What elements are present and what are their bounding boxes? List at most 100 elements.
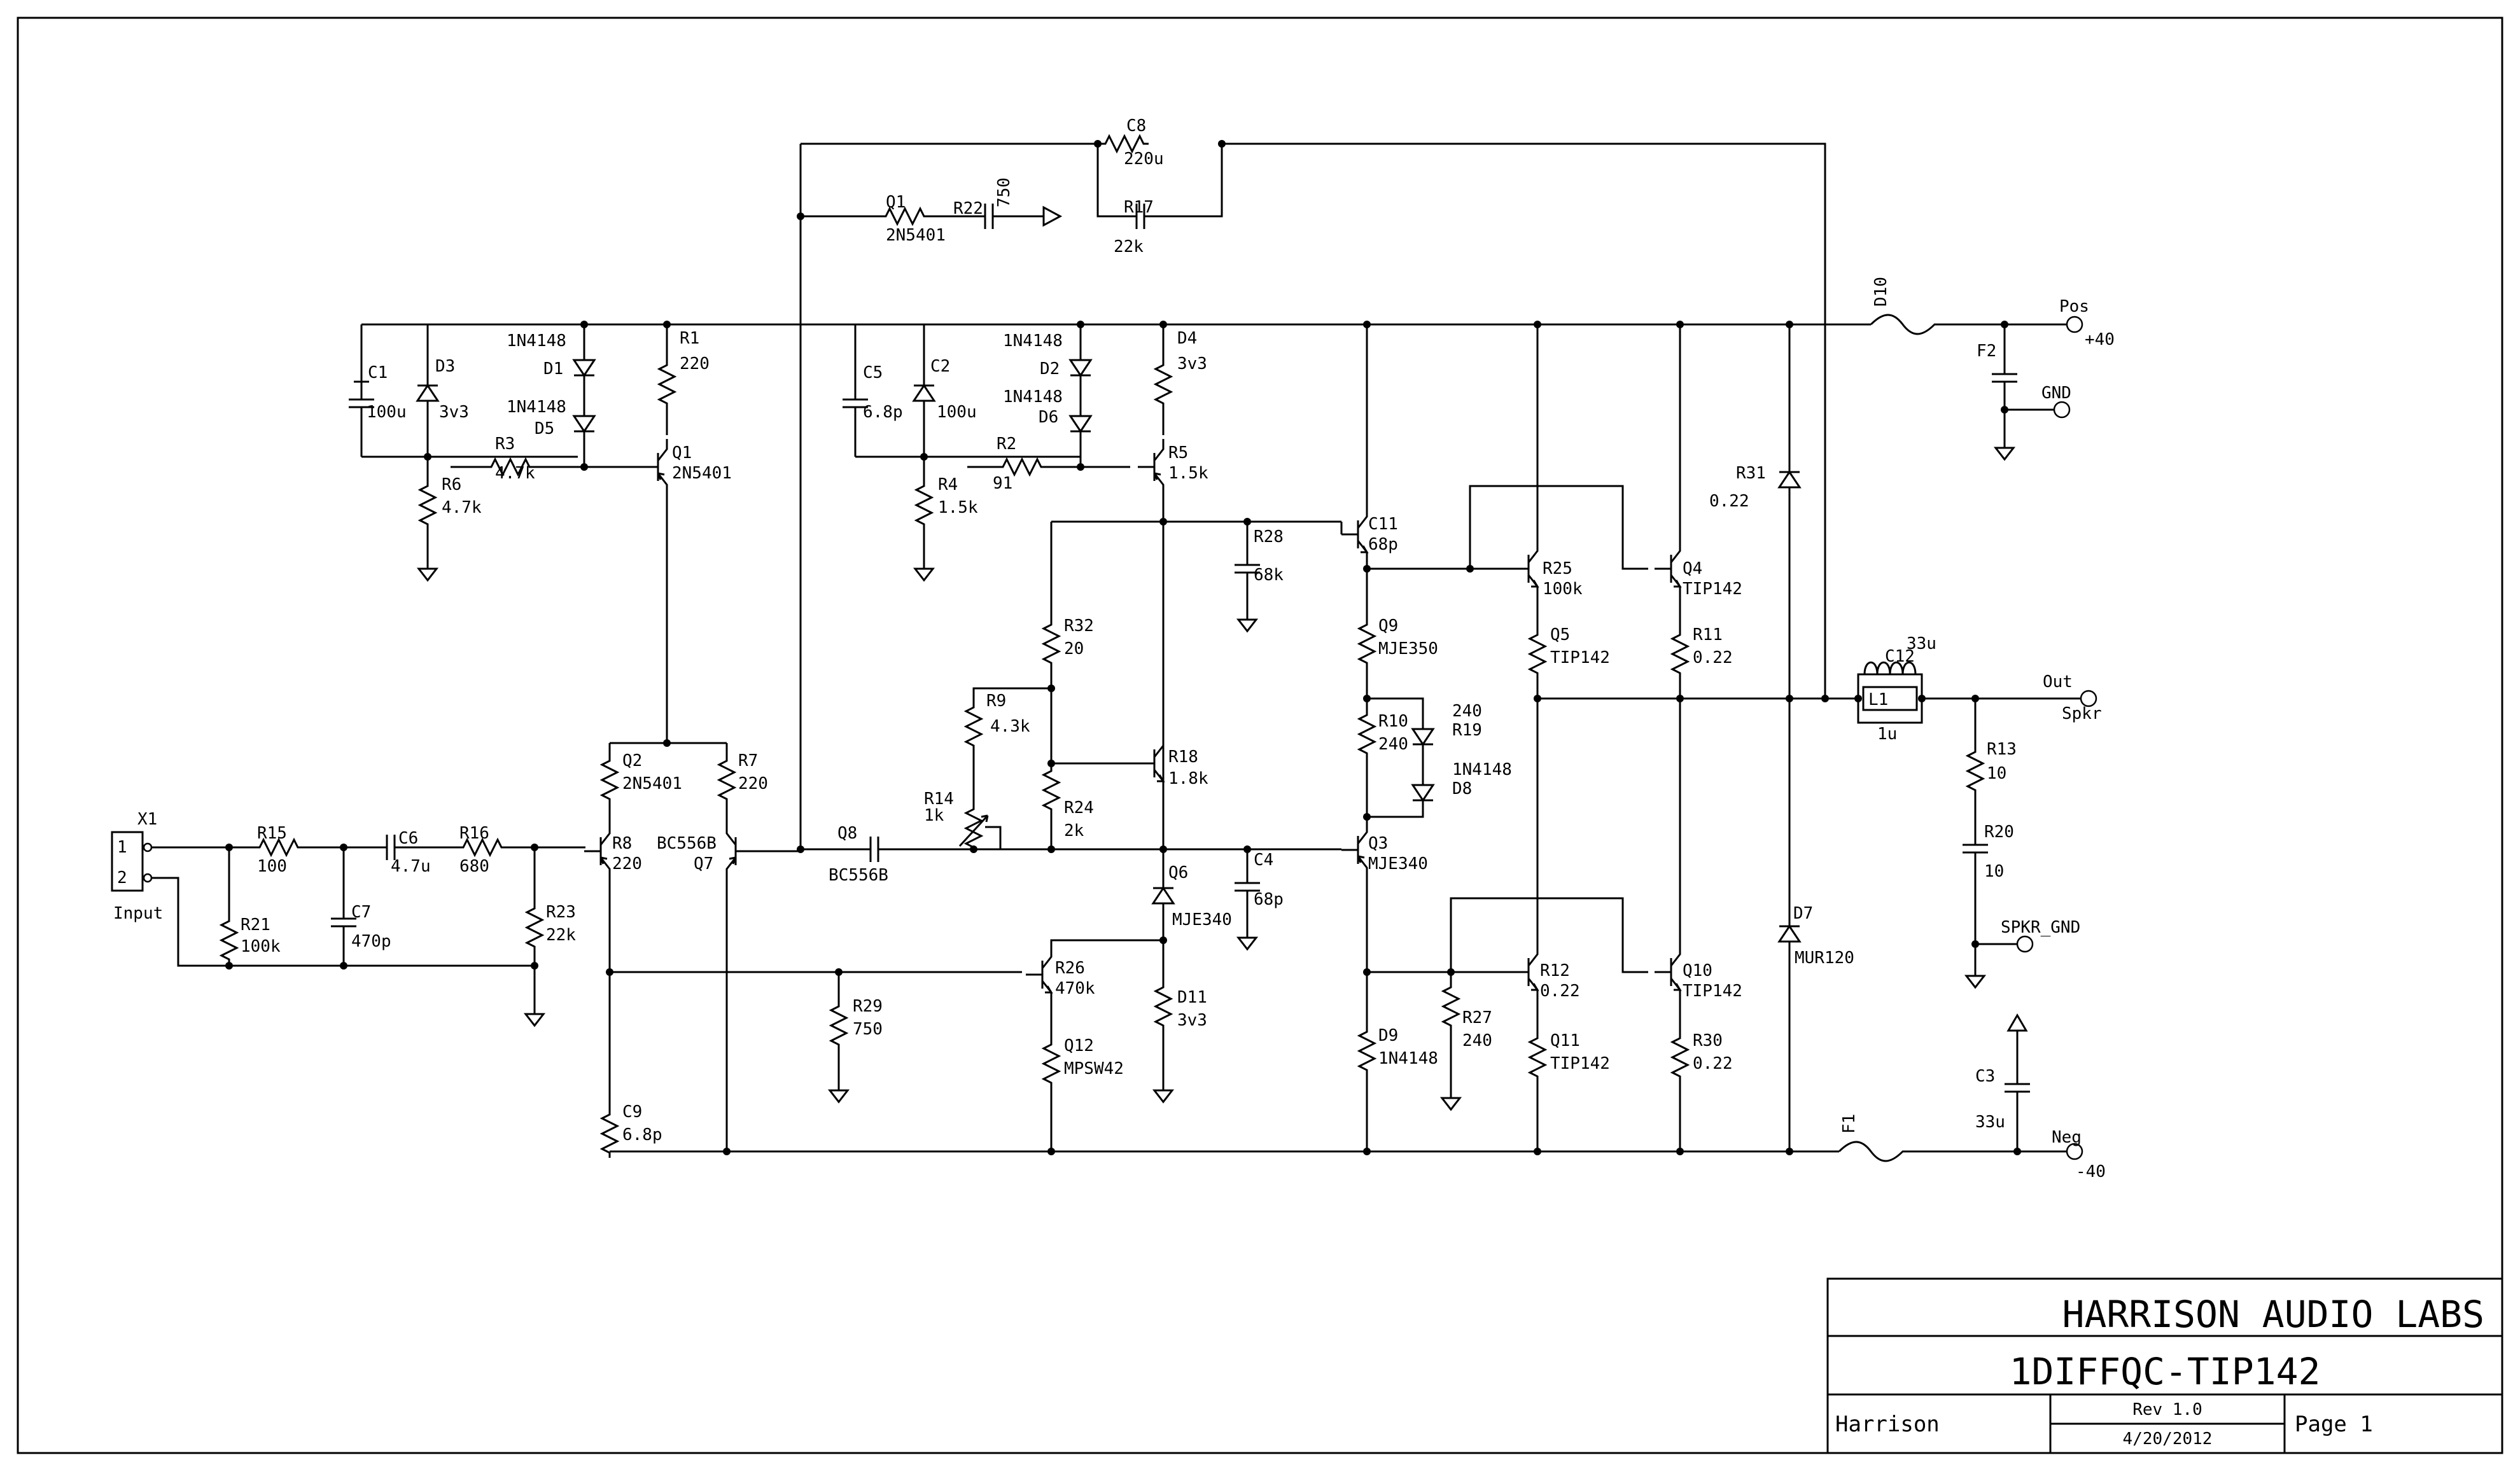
L1-ref: C12: [1885, 647, 1915, 666]
D5-ref: D5: [535, 419, 554, 438]
title-block: HARRISON AUDIO LABS 1DIFFQC-TIP142 Harri…: [1826, 1277, 2503, 1454]
C1-value: 100u: [367, 403, 407, 422]
R29-value: 6.8p: [622, 1125, 662, 1144]
svg-text:2N5401: 2N5401: [672, 464, 732, 483]
R17-ref: C8: [1126, 116, 1146, 136]
R14-value: 4.3k: [990, 717, 1030, 736]
Q11-value: TIP142: [1683, 982, 1742, 1001]
C4-ref: R28: [1254, 527, 1284, 546]
R1-ref: R1: [680, 329, 699, 348]
D8-ref: R19: [1452, 721, 1482, 740]
Q6-ref: R18: [1168, 747, 1198, 767]
R15-value: 100: [257, 857, 287, 876]
D3-value: 3v3: [439, 403, 469, 422]
R13-value: 1u: [1877, 725, 1897, 744]
C3-ref: F2: [1977, 342, 1996, 361]
D8-value: 240: [1452, 702, 1482, 721]
R27-value: 1N4148: [1378, 1049, 1438, 1068]
D3-ref: D3: [435, 357, 455, 376]
R5-ref: R4: [938, 475, 958, 494]
R22-ref: Q1: [886, 193, 906, 212]
X1-ref: X1: [137, 810, 157, 829]
R21-ref: R21: [241, 915, 270, 935]
R20-ref: R13: [1987, 740, 2017, 759]
C5-value: 22k: [1114, 237, 1144, 256]
Q7-ref: R8: [612, 834, 632, 853]
D11-ref: Q6: [1168, 863, 1188, 882]
R9-ref: R32: [1064, 616, 1094, 636]
D4-ref: C2: [930, 357, 950, 376]
Q10-ref: R12: [1540, 961, 1570, 980]
Q7-value: 220: [612, 854, 642, 873]
X1-value: Input: [113, 904, 163, 923]
F1-ref: D10: [1872, 277, 1891, 307]
C7-ref: C7: [351, 903, 371, 922]
R7-value: 2N5401: [622, 774, 682, 793]
D1-ref: D1: [543, 359, 563, 379]
Q6-value: 1.8k: [1168, 769, 1208, 788]
date: 4/20/2012: [2123, 1429, 2213, 1449]
R17-value: 220u: [1124, 149, 1164, 169]
out-value: Spkr: [2062, 704, 2102, 723]
Q3-ref: C11: [1368, 515, 1398, 534]
R10-ref: Q9: [1378, 616, 1398, 636]
Q5-value: TIP142: [1683, 580, 1742, 599]
C12-value: 33u: [1975, 1113, 2005, 1132]
C6-value: 4.7u: [391, 857, 431, 876]
C5-ref: R17: [1124, 198, 1154, 217]
R30-value: TIP142: [1550, 1054, 1610, 1073]
D7-ref: R31: [1736, 464, 1766, 483]
C8-value: 750: [995, 177, 1014, 207]
R14-ref: R9: [986, 692, 1006, 711]
Q3-value: 68p: [1368, 535, 1398, 554]
R6-value: 4.7k: [442, 498, 482, 517]
R7-ref: Q2: [622, 751, 642, 770]
R1-value: 220: [680, 354, 710, 373]
R4-value: 91: [993, 474, 1012, 493]
R20-value: 10: [1987, 764, 2006, 783]
R12-value: 0.22: [1693, 648, 1733, 667]
C12-ref: C3: [1975, 1067, 1995, 1086]
R13-ref: L1: [1868, 690, 1888, 709]
R11-ref: Q5: [1550, 625, 1570, 644]
R24-value: 1k: [924, 806, 944, 825]
out-label: Out: [2043, 672, 2073, 692]
C11-value: 68p: [1254, 890, 1284, 909]
R29-ref: C9: [622, 1102, 642, 1122]
R2-value: 3v3: [1177, 354, 1207, 373]
L1-value: 33u: [1907, 634, 1936, 653]
Q4-ref: R25: [1543, 559, 1572, 578]
revision: Rev 1.0: [2132, 1400, 2202, 1419]
R30-ref: Q11: [1550, 1031, 1580, 1050]
C9-value: BC556B: [829, 866, 888, 885]
drawing-title: 1DIFFQC-TIP142: [2010, 1350, 2321, 1393]
D7-value: 0.22: [1709, 492, 1749, 511]
D10-value: MUR120: [1795, 949, 1854, 968]
D6-value: 1N4148: [1003, 387, 1063, 407]
R31-ref: R30: [1693, 1031, 1723, 1050]
R23-ref: R23: [546, 903, 576, 922]
D9-value: 1N4148: [1452, 760, 1512, 779]
R16-ref: R16: [459, 824, 489, 843]
C10-ref: R20: [1984, 823, 2014, 842]
R31-value: 0.22: [1693, 1054, 1733, 1073]
C8-ref: R22: [953, 199, 983, 218]
Q12-value: 470k: [1055, 979, 1095, 998]
R11-value: TIP142: [1550, 648, 1610, 667]
R18-ref: R24: [1064, 798, 1094, 817]
D2-ref: D2: [1040, 359, 1060, 379]
Q4-value: 100k: [1543, 580, 1583, 599]
Q9-value: MJE340: [1368, 854, 1428, 873]
R16-value: 680: [459, 857, 489, 876]
Q5-ref: Q4: [1683, 559, 1702, 578]
spkr-gnd-label: SPKR_GND: [2001, 918, 2080, 937]
author: Harrison: [1835, 1412, 1940, 1437]
R19-ref: R10: [1378, 712, 1408, 731]
X1-connector: [111, 831, 144, 892]
D6-ref: D6: [1039, 408, 1058, 427]
R2-ref: D4: [1177, 329, 1197, 348]
Q8-value: BC556B: [657, 834, 717, 853]
R26-value: 750: [853, 1020, 883, 1039]
D9-ref: D8: [1452, 779, 1472, 798]
X1-pin2: 2: [117, 868, 127, 887]
